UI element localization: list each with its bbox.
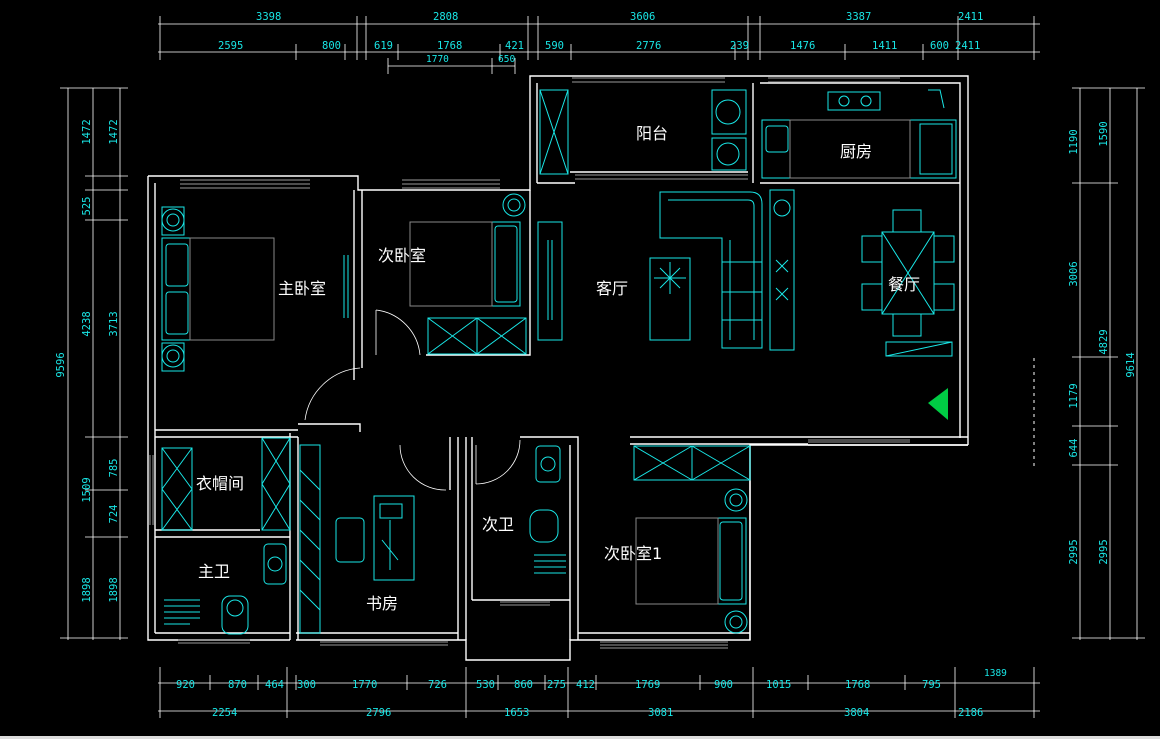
dim-left-outer: 525 [81, 197, 93, 216]
dim-top-inner: 239 [730, 40, 749, 52]
dim-bottom-inner: 300 [297, 679, 316, 691]
dim-top-outer: 3387 [846, 11, 871, 23]
windows [149, 77, 910, 649]
dim-top-small: 650 [498, 54, 515, 65]
dim-bottom-outer: 3804 [844, 707, 869, 719]
room-label-study: 书房 [366, 594, 398, 613]
dim-bottom-inner: 1770 [352, 679, 377, 691]
room-label-second-bath: 次卫 [482, 515, 514, 534]
dim-top-small: 1770 [426, 54, 449, 65]
dim-top-inner: 2411 [955, 40, 980, 52]
dim-top-inner: 421 [505, 40, 524, 52]
dim-right-inner: 1190 [1068, 129, 1080, 154]
dim-right-outer: 1590 [1098, 121, 1110, 146]
dim-right-total: 9614 [1125, 352, 1137, 377]
dim-left-total: 9596 [55, 352, 67, 377]
dim-bottom-inner: 530 [476, 679, 495, 691]
dim-bottom-outer: 1653 [504, 707, 529, 719]
left-dimensions: 9596 1472 525 4238 1509 1898 1472 3713 7… [55, 119, 120, 602]
dim-bottom-inner: 726 [428, 679, 447, 691]
dim-left-inner: 1898 [108, 577, 120, 602]
doors [304, 309, 521, 491]
dim-left-inner: 1472 [108, 119, 120, 144]
dim-right-inner: 644 [1068, 439, 1080, 458]
room-label-second-bedroom-1: 次卧室1 [604, 544, 662, 563]
dim-bottom-inner: 275 [547, 679, 566, 691]
washer-icon [715, 99, 741, 125]
dim-bottom-inner: 1015 [766, 679, 791, 691]
coffee-table-icon [649, 257, 691, 341]
dim-bottom-inner: 1389 [984, 668, 1007, 679]
toilet-icon [221, 595, 249, 635]
dim-bottom-inner: 1769 [635, 679, 660, 691]
dim-right-outer: 2995 [1098, 539, 1110, 564]
bookshelf-icon [299, 444, 321, 634]
dim-left-outer: 4238 [81, 311, 93, 336]
dim-top-inner: 1411 [872, 40, 897, 52]
chair-icon [335, 517, 365, 563]
room-label-living-room: 客厅 [596, 279, 628, 298]
dim-bottom-outer: 2186 [958, 707, 983, 719]
dimension-lines [60, 16, 1145, 718]
dim-bottom-inner: 870 [228, 679, 247, 691]
sofa-icon [659, 191, 763, 349]
dim-right-inner: 1179 [1068, 383, 1080, 408]
dim-top-inner: 619 [374, 40, 393, 52]
dim-left-outer: 1472 [81, 119, 93, 144]
dim-left-outer: 1898 [81, 577, 93, 602]
side-cabinet-icon [769, 189, 795, 351]
dim-top-inner: 600 [930, 40, 949, 52]
dim-bottom-inner: 464 [265, 679, 284, 691]
dim-bottom-inner: 920 [176, 679, 195, 691]
furniture [161, 89, 957, 635]
tv-cabinet-icon [537, 221, 563, 341]
dim-bottom-inner: 412 [576, 679, 595, 691]
dim-bottom-inner: 860 [514, 679, 533, 691]
balcony-cabinet-icon [539, 89, 569, 175]
dim-top-inner: 1768 [437, 40, 462, 52]
dim-bottom-outer: 3081 [648, 707, 673, 719]
dim-top-outer: 2808 [433, 11, 458, 23]
room-labels: 阳台 厨房 主卧室 次卧室 客厅 餐厅 衣帽间 主卫 书房 次卫 次卧室1 [196, 124, 920, 613]
room-label-cloakroom: 衣帽间 [196, 474, 244, 493]
room-label-master-bedroom: 主卧室 [278, 279, 326, 298]
dim-right-outer: 4829 [1098, 329, 1110, 354]
dim-right-inner: 3006 [1068, 261, 1080, 286]
dim-top-inner: 800 [322, 40, 341, 52]
dim-bottom-outer: 2796 [366, 707, 391, 719]
dim-top-outer: 3398 [256, 11, 281, 23]
dim-left-inner: 724 [108, 505, 120, 524]
dim-left-inner: 785 [108, 459, 120, 478]
desk-icon [373, 495, 415, 581]
room-label-balcony: 阳台 [636, 124, 668, 143]
dim-bottom-inner: 1768 [845, 679, 870, 691]
dim-top-outer: 2411 [958, 11, 983, 23]
bottom-dimensions: 920 870 464 300 1770 726 530 860 275 412… [176, 668, 1007, 719]
top-dimensions: 3398 2808 3606 3387 2411 2595 800 619 17… [218, 11, 983, 65]
room-label-second-bedroom: 次卧室 [378, 246, 426, 265]
dim-top-inner: 2595 [218, 40, 243, 52]
room-label-kitchen: 厨房 [840, 142, 872, 161]
dim-left-outer: 1509 [81, 477, 93, 502]
dim-top-inner: 2776 [636, 40, 661, 52]
dim-bottom-inner: 900 [714, 679, 733, 691]
dim-top-outer: 3606 [630, 11, 655, 23]
right-dimensions: 1190 3006 1179 644 2995 1590 4829 2995 9… [1068, 121, 1137, 564]
dim-bottom-inner: 795 [922, 679, 941, 691]
room-label-master-bath: 主卫 [198, 562, 230, 581]
dim-top-inner: 1476 [790, 40, 815, 52]
dim-top-inner: 590 [545, 40, 564, 52]
walls [147, 75, 969, 661]
entry-marker-icon [928, 388, 948, 420]
dim-left-inner: 3713 [108, 311, 120, 336]
dim-right-inner: 2995 [1068, 539, 1080, 564]
room-label-dining-room: 餐厅 [888, 275, 920, 294]
stove-icon [827, 91, 881, 111]
dim-bottom-outer: 2254 [212, 707, 237, 719]
